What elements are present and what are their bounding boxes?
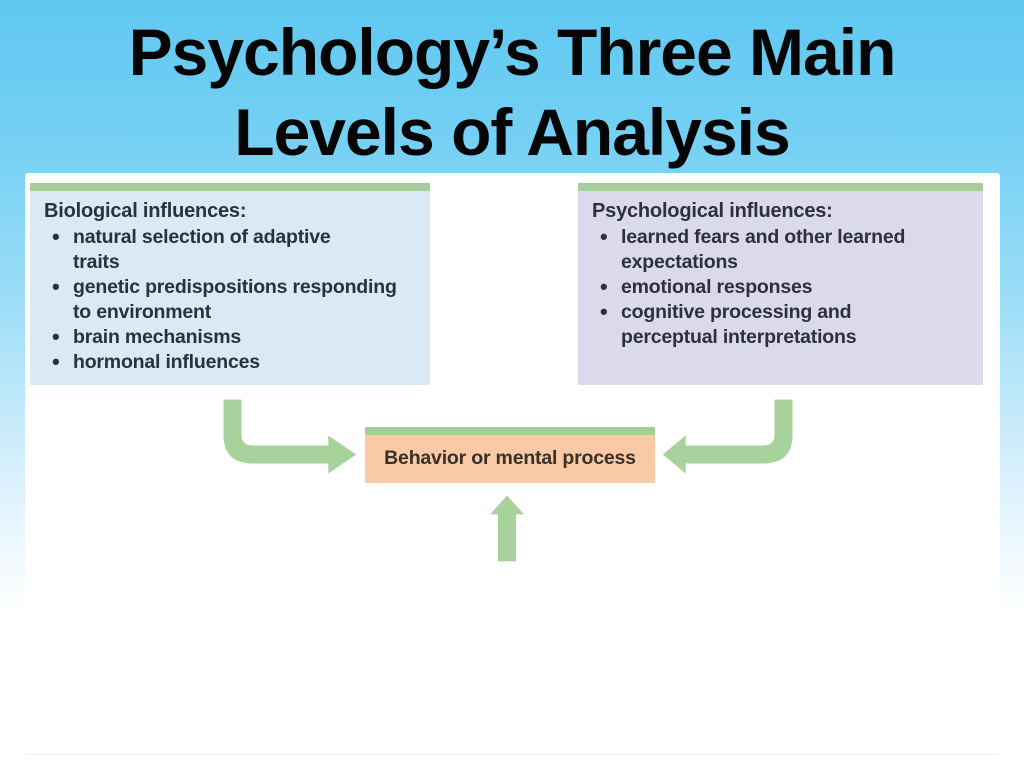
list-item: emotional responses	[592, 274, 973, 300]
biological-influences-header: Biological influences:	[44, 200, 247, 222]
list-item: learned fears and other learned expectat…	[592, 224, 973, 275]
psychological-influences-list: learned fears and other learned expectat…	[592, 224, 973, 350]
upward-arrow-icon	[490, 495, 524, 562]
list-item: genetic predispositions responding to en…	[44, 274, 420, 325]
psychological-elbow-arrow-icon	[662, 399, 793, 474]
list-item: natural selection of adaptive traits	[44, 224, 420, 275]
biological-influences-list: natural selection of adaptive traits gen…	[44, 224, 420, 375]
biological-influences-box: Biological influences: natural selection…	[30, 183, 430, 385]
green-top-bar	[30, 183, 430, 191]
psychological-influences-header: Psychological influences:	[592, 200, 833, 222]
green-top-bar	[365, 427, 655, 435]
green-top-bar	[578, 183, 983, 191]
list-item: brain mechanisms	[44, 324, 420, 350]
behavior-or-mental-process-box: Behavior or mental process	[365, 427, 655, 483]
slide-title: Psychology’s Three Main Levels of Analys…	[0, 0, 1024, 172]
title-line-1: Psychology’s Three Main	[128, 15, 897, 89]
psychological-influences-box: Psychological influences: learned fears …	[578, 183, 983, 385]
list-item: cognitive processing and perceptual inte…	[592, 299, 973, 350]
title-line-2: Levels of Analysis	[234, 95, 790, 169]
psychological-influences-content: Psychological influences: learned fears …	[578, 191, 983, 350]
biological-elbow-arrow-icon	[223, 399, 357, 474]
behavior-box-label: Behavior or mental process	[384, 447, 636, 469]
list-item: hormonal influences	[44, 349, 420, 375]
biological-influences-content: Biological influences: natural selection…	[30, 191, 430, 375]
figure-panel: Biological influences: natural selection…	[25, 173, 1000, 755]
